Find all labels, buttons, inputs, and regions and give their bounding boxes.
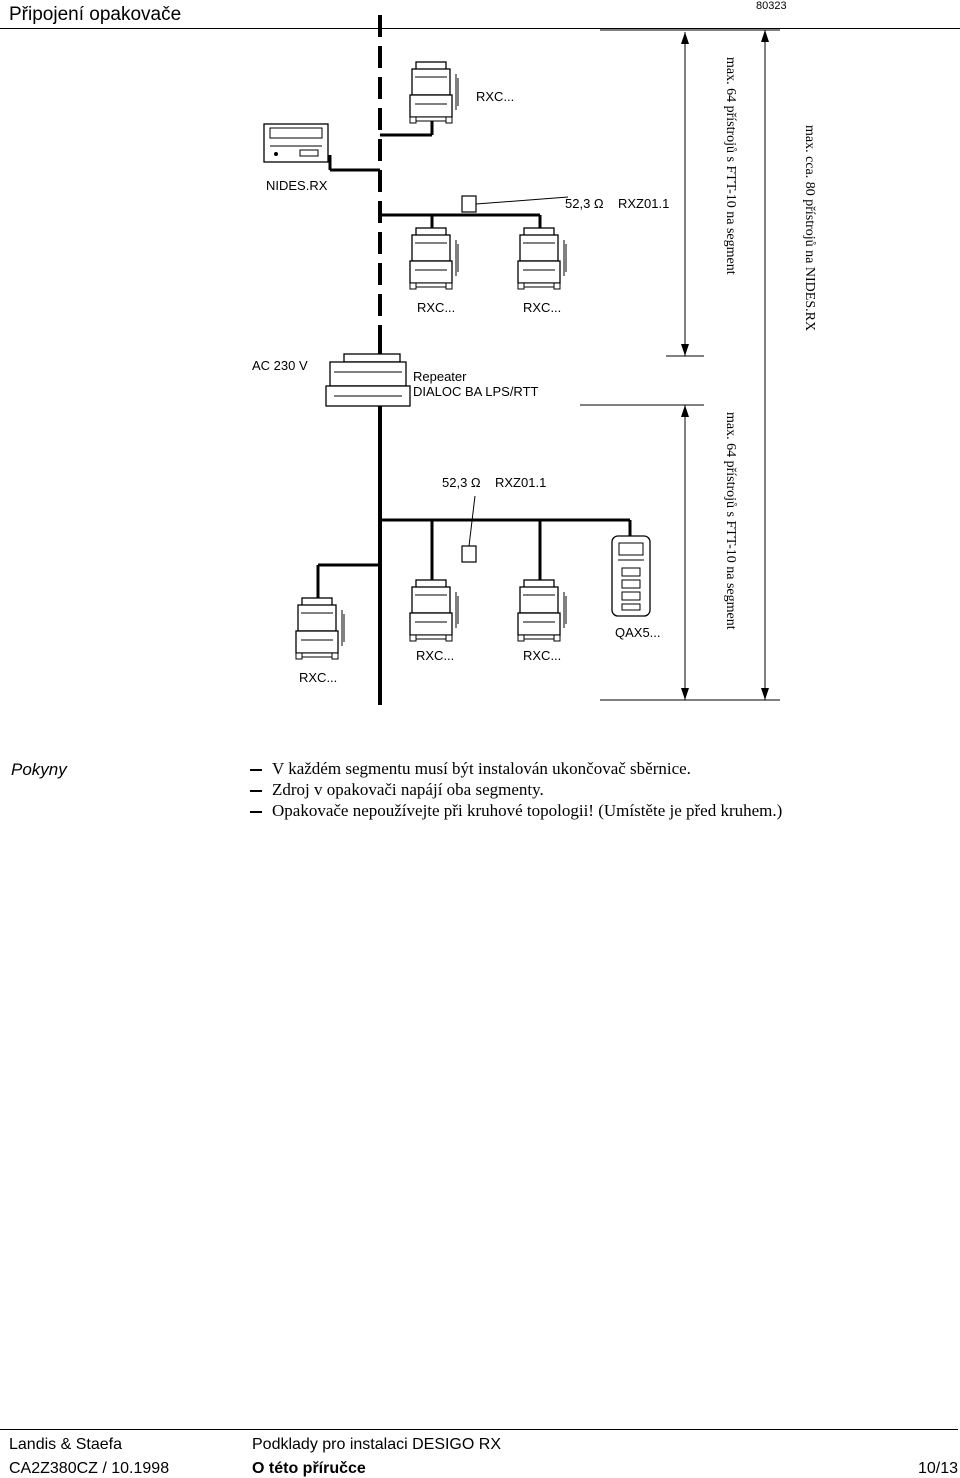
repeater-label: Repeater bbox=[413, 369, 467, 384]
rxc-controller bbox=[409, 227, 459, 290]
rxc-controller bbox=[409, 61, 459, 124]
footer-page-number: 10/13 bbox=[917, 1460, 958, 1477]
rxc-label: RXC... bbox=[416, 648, 454, 663]
rxc-controller bbox=[517, 579, 567, 642]
note-item: Zdroj v opakovači napájí oba segmenty. bbox=[250, 779, 782, 800]
note-item: V každém segmentu musí být instalován uk… bbox=[250, 758, 782, 779]
terminator-ohm-label: 52,3 Ω bbox=[565, 196, 604, 211]
rxc-controller bbox=[517, 227, 567, 290]
terminator-rxz01 bbox=[461, 495, 477, 563]
power-label: AC 230 V bbox=[252, 358, 308, 373]
rxc-label: RXC... bbox=[523, 300, 561, 315]
note-text: V každém segmentu musí být instalován uk… bbox=[272, 759, 691, 778]
rxc-controller bbox=[409, 579, 459, 642]
dash-bullet bbox=[250, 790, 262, 792]
footer-title: Podklady pro instalaci DESIGO RX bbox=[252, 1436, 501, 1453]
dimension-lower-segment bbox=[580, 404, 704, 700]
note-text: Zdroj v opakovači napájí oba segmenty. bbox=[272, 780, 544, 799]
rxc-controller bbox=[295, 597, 345, 660]
nides-rx-device bbox=[263, 123, 329, 163]
footer-doc-number: CA2Z380CZ / 10.1998 bbox=[9, 1460, 170, 1477]
rxc-label: RXC... bbox=[476, 89, 514, 104]
rxc-label: RXC... bbox=[417, 300, 455, 315]
note-text: Opakovače nepoužívejte při kruhové topol… bbox=[272, 801, 783, 820]
repeater-device bbox=[325, 353, 411, 407]
note-item: Opakovače nepoužívejte při kruhové topol… bbox=[250, 800, 782, 821]
segment-lower-caption: max. 64 přístrojů s FTT-10 na segment bbox=[723, 412, 738, 630]
notes-list: V každém segmentu musí být instalován uk… bbox=[250, 758, 782, 821]
terminator-model-label: RXZ01.1 bbox=[495, 475, 546, 490]
terminator-ohm-label: 52,3 Ω bbox=[442, 475, 481, 490]
qax-label: QAX5... bbox=[615, 625, 661, 640]
section-title: Připojení opakovače bbox=[9, 4, 182, 25]
total-caption: max. cca. 80 přístrojů na NIDES.RX bbox=[802, 125, 817, 331]
header-rule bbox=[0, 28, 960, 29]
nides-label: NIDES.RX bbox=[266, 178, 328, 193]
segment-upper-caption: max. 64 přístrojů s FTT-10 na segment bbox=[723, 57, 738, 275]
bus-wiring-diagram: NIDES.RX RXC... RXC... RXC... 52,3 Ω RXZ… bbox=[252, 15, 817, 705]
dimension-total bbox=[600, 29, 780, 701]
footer-company: Landis & Staefa bbox=[9, 1436, 122, 1453]
repeater-model-label: DIALOC BA LPS/RTT bbox=[413, 384, 539, 399]
rxc-label: RXC... bbox=[299, 670, 337, 685]
rxc-label: RXC... bbox=[523, 648, 561, 663]
terminator-rxz01 bbox=[461, 195, 569, 213]
dimension-upper-segment bbox=[666, 32, 704, 357]
terminator-model-label: RXZ01.1 bbox=[618, 196, 669, 211]
qax5-room-unit bbox=[611, 535, 651, 617]
document-code: 80323 bbox=[756, 0, 787, 12]
dash-bullet bbox=[250, 769, 262, 771]
footer-rule bbox=[0, 1429, 958, 1430]
footer-chapter: O této příručce bbox=[252, 1460, 366, 1477]
dash-bullet bbox=[250, 811, 262, 813]
notes-label: Pokyny bbox=[11, 760, 67, 779]
